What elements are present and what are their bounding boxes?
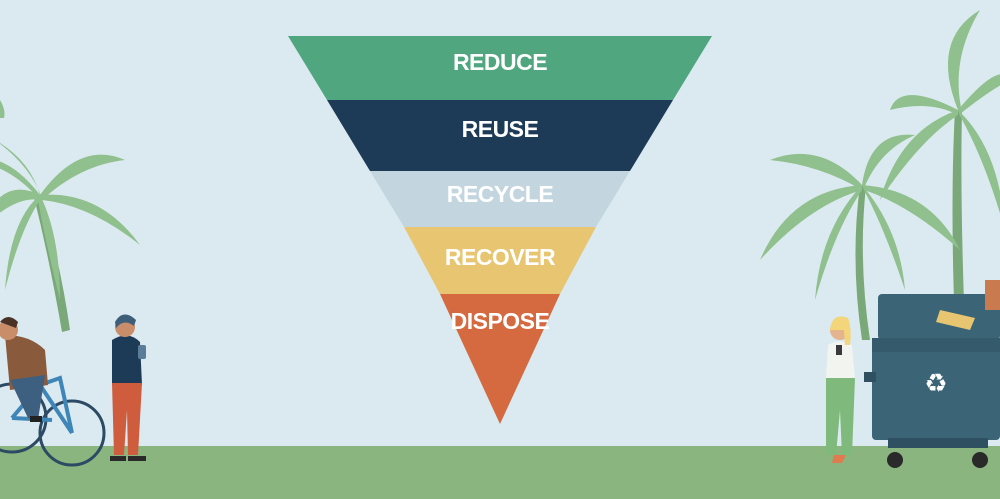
palm-tree-left (0, 143, 140, 332)
tier-reduce (288, 36, 712, 100)
tier-reuse (327, 100, 673, 171)
tier-label-reuse: REUSE (461, 116, 539, 142)
palm-tree-right-back (880, 10, 1000, 330)
pedestrian-right (826, 316, 855, 463)
tier-dispose (440, 294, 560, 424)
tier-recover (404, 227, 596, 294)
pedestrian-left (110, 314, 146, 461)
cyclist (0, 317, 106, 467)
tier-recycle (370, 171, 630, 227)
tier-label-dispose: DISPOSE (450, 308, 550, 334)
recycling-bin: ♻ (864, 280, 1000, 468)
tier-label-recycle: RECYCLE (446, 181, 554, 207)
tier-label-reduce: REDUCE (452, 49, 548, 75)
recycle-icon: ♻ (924, 369, 947, 399)
waste-hierarchy-pyramid (288, 36, 712, 424)
palm-frond-edge (0, 100, 5, 118)
tier-label-recover: RECOVER (444, 244, 556, 270)
palm-tree-right-front (760, 134, 960, 340)
